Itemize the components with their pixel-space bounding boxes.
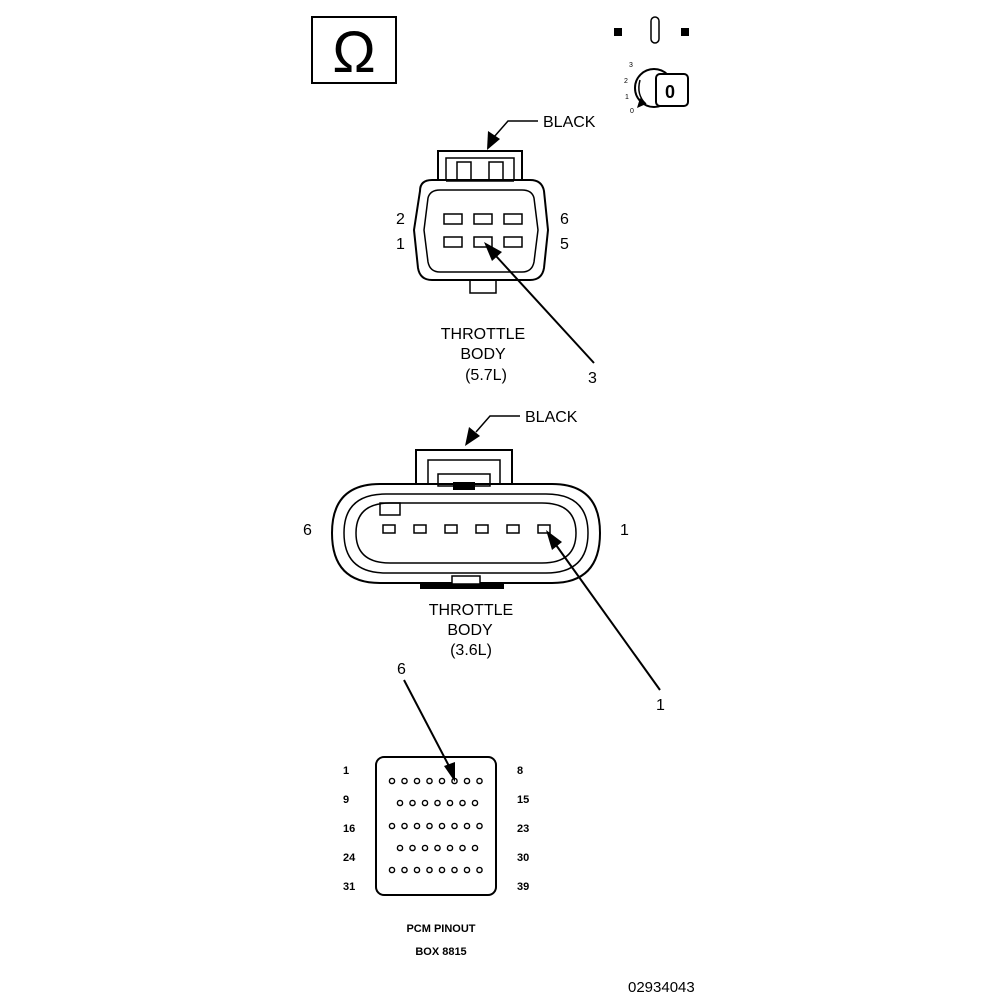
pcm-right-label-4: 30 <box>517 852 529 864</box>
connector-57-title-line2: BODY <box>460 346 506 363</box>
pcm-pin <box>463 777 471 785</box>
pcm-pin <box>463 866 471 874</box>
pcm-pin <box>438 822 446 830</box>
pcm-pin <box>401 866 408 874</box>
pcm-pin <box>476 866 483 874</box>
pcm-left-label-1: 1 <box>343 765 349 777</box>
pcm-left-label-2: 9 <box>343 794 349 806</box>
pcm-right-label-1: 8 <box>517 765 523 777</box>
pcm-pin <box>451 777 458 785</box>
pcm-pin <box>451 866 458 874</box>
omega-icon: Ω <box>311 16 397 85</box>
pcm-pin <box>434 799 441 807</box>
connector-36-title-line3: (3.6L) <box>450 642 492 659</box>
ignition-key-icon: 3 2 1 0 0 <box>624 62 689 115</box>
pcm-pin-grid <box>388 777 483 874</box>
pcm-title-line2: BOX 8815 <box>415 946 466 958</box>
connector-57-callout: 3 <box>588 370 597 387</box>
pcm-pin <box>421 799 429 807</box>
throttle-body-36-connector: BLACK 6 1 1 THROTTLE BODY (3.6L) <box>303 409 665 714</box>
pcm-pin <box>413 822 421 830</box>
pcm-pin <box>388 866 396 874</box>
pcm-title-line1: PCM PINOUT <box>406 923 475 935</box>
ignition-scale-3: 3 <box>629 62 633 69</box>
ignition-scale-1: 1 <box>625 94 629 101</box>
throttle-body-57-connector: BLACK 2 1 6 5 3 THROTTLE BODY (5.7L) <box>396 114 597 387</box>
omega-glyph: Ω <box>332 20 375 85</box>
pcm-pin <box>426 777 433 785</box>
pcm-pin <box>438 777 446 785</box>
connector-36-color-label: BLACK <box>525 409 578 426</box>
pcm-pin <box>409 844 416 852</box>
pcm-pin <box>459 799 466 807</box>
pcm-pin <box>446 799 454 807</box>
pcm-pin <box>409 799 416 807</box>
connector-36-pin-1: 1 <box>620 522 629 539</box>
pcm-pin <box>426 866 433 874</box>
pcm-pin <box>471 799 479 807</box>
connector-57-pin-1: 1 <box>396 236 405 253</box>
pcm-left-label-5: 31 <box>343 881 355 893</box>
pcm-pin <box>413 866 421 874</box>
pcm-pin <box>396 844 404 852</box>
connector-57-pin-5: 5 <box>560 236 569 253</box>
pcm-pin <box>388 822 396 830</box>
pcm-callout: 6 <box>397 661 406 678</box>
pcm-pin <box>421 844 429 852</box>
pcm-pin <box>446 844 454 852</box>
pcm-pin <box>476 777 483 785</box>
pcm-pin <box>471 844 479 852</box>
connector-36-title-line1: THROTTLE <box>429 602 513 619</box>
meter-needle-icon <box>614 16 689 44</box>
pcm-pin <box>463 822 471 830</box>
connector-57-pin-2: 2 <box>396 211 405 228</box>
pcm-left-label-3: 16 <box>343 823 355 835</box>
pcm-pin <box>438 866 446 874</box>
connector-57-title-line1: THROTTLE <box>441 326 525 343</box>
ignition-scale-2: 2 <box>624 78 628 85</box>
ignition-key-position: 0 <box>665 82 675 102</box>
pcm-pinout-block: 6 1 9 16 24 31 8 15 23 30 39 PCM PINOUT … <box>343 661 529 958</box>
pcm-pin <box>459 844 466 852</box>
connector-57-pin-6: 6 <box>560 211 569 228</box>
pcm-right-label-5: 39 <box>517 881 529 893</box>
pcm-right-label-3: 23 <box>517 823 529 835</box>
connector-57-color-label: BLACK <box>543 114 596 131</box>
pcm-pin <box>426 822 433 830</box>
connector-57-title-line3: (5.7L) <box>465 367 507 384</box>
pcm-pin <box>388 777 396 785</box>
pcm-pin <box>413 777 421 785</box>
pcm-pin <box>476 822 483 830</box>
pcm-pin <box>396 799 404 807</box>
figure-id: 02934043 <box>628 979 695 996</box>
connector-36-pin-6: 6 <box>303 522 312 539</box>
pcm-pin <box>451 822 458 830</box>
pcm-right-label-2: 15 <box>517 794 529 806</box>
pcm-left-label-4: 24 <box>343 852 356 864</box>
pcm-pin <box>401 777 408 785</box>
ignition-scale-0: 0 <box>630 108 634 115</box>
connector-36-callout: 1 <box>656 697 665 714</box>
pcm-pin <box>434 844 441 852</box>
pcm-pin <box>401 822 408 830</box>
connector-36-title-line2: BODY <box>447 622 493 639</box>
